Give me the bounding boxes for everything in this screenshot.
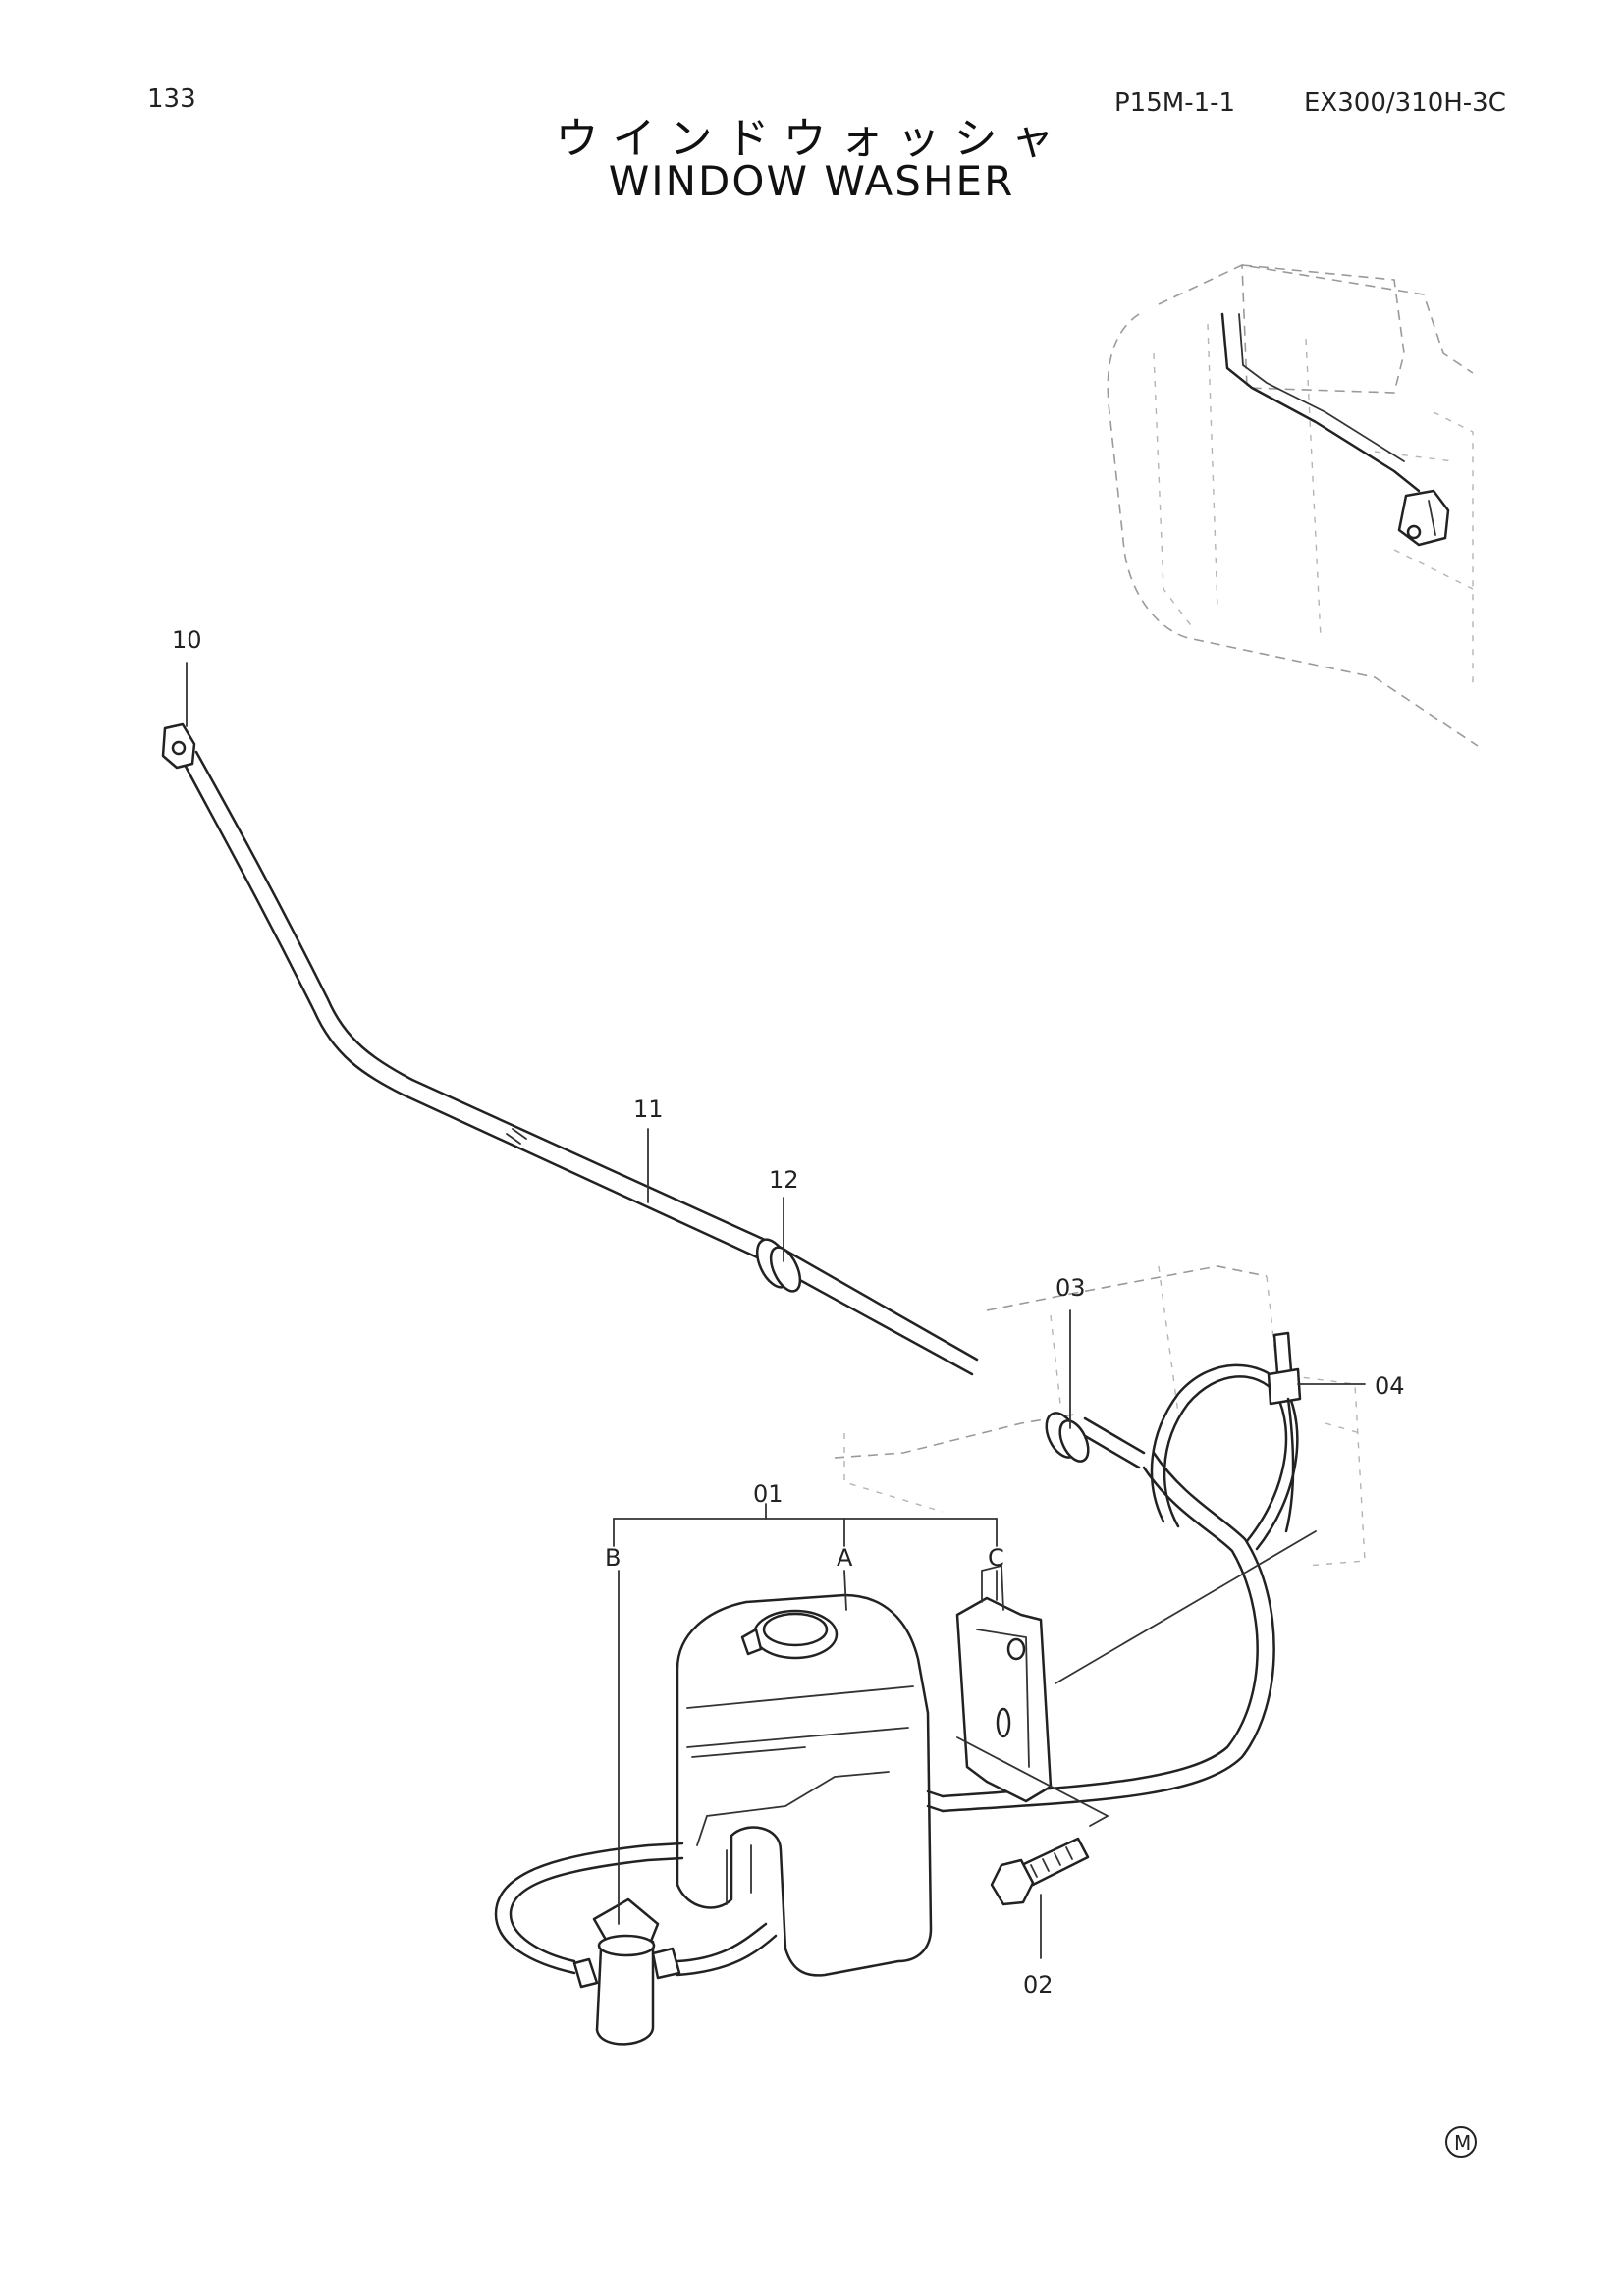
model-code: EX300/310H-3C — [1304, 88, 1506, 118]
grommet-03 — [1045, 1412, 1090, 1463]
callout-c: C — [988, 1544, 1004, 1572]
washer-tank — [676, 1593, 933, 1977]
manufacturer-mark-letter: M — [1454, 2131, 1471, 2155]
callout-11: 11 — [633, 1095, 664, 1123]
callout-b: B — [605, 1544, 621, 1572]
hose-clamp-12 — [755, 1238, 802, 1293]
tank-bracket — [955, 1564, 1053, 1803]
callout-03: 03 — [1055, 1274, 1086, 1302]
cable-tie-04 — [1267, 1331, 1302, 1533]
callout-01: 01 — [753, 1480, 784, 1508]
washer-pump — [572, 1897, 681, 2046]
washer-nozzle — [161, 722, 196, 770]
reference-code: P15M-1-1 — [1114, 88, 1236, 118]
cab-context-outline — [1107, 264, 1479, 747]
hose-loop — [941, 1363, 1299, 1813]
callout-04: 04 — [1375, 1372, 1405, 1400]
callout-10: 10 — [172, 626, 202, 654]
callout-02: 02 — [1023, 1971, 1054, 1999]
bolt-02 — [990, 1837, 1090, 1906]
hose-11 — [181, 750, 1146, 1469]
title-english: WINDOW WASHER — [608, 157, 1015, 205]
leader-lines — [186, 662, 1366, 1959]
callout-12: 12 — [769, 1166, 799, 1194]
title-japanese: ウインドウォッシャ — [555, 114, 1068, 164]
pump-hoses — [494, 1789, 945, 1977]
page-number: 133 — [147, 84, 196, 114]
callout-a: A — [837, 1544, 853, 1572]
manufacturer-mark: M — [1445, 2126, 1477, 2158]
